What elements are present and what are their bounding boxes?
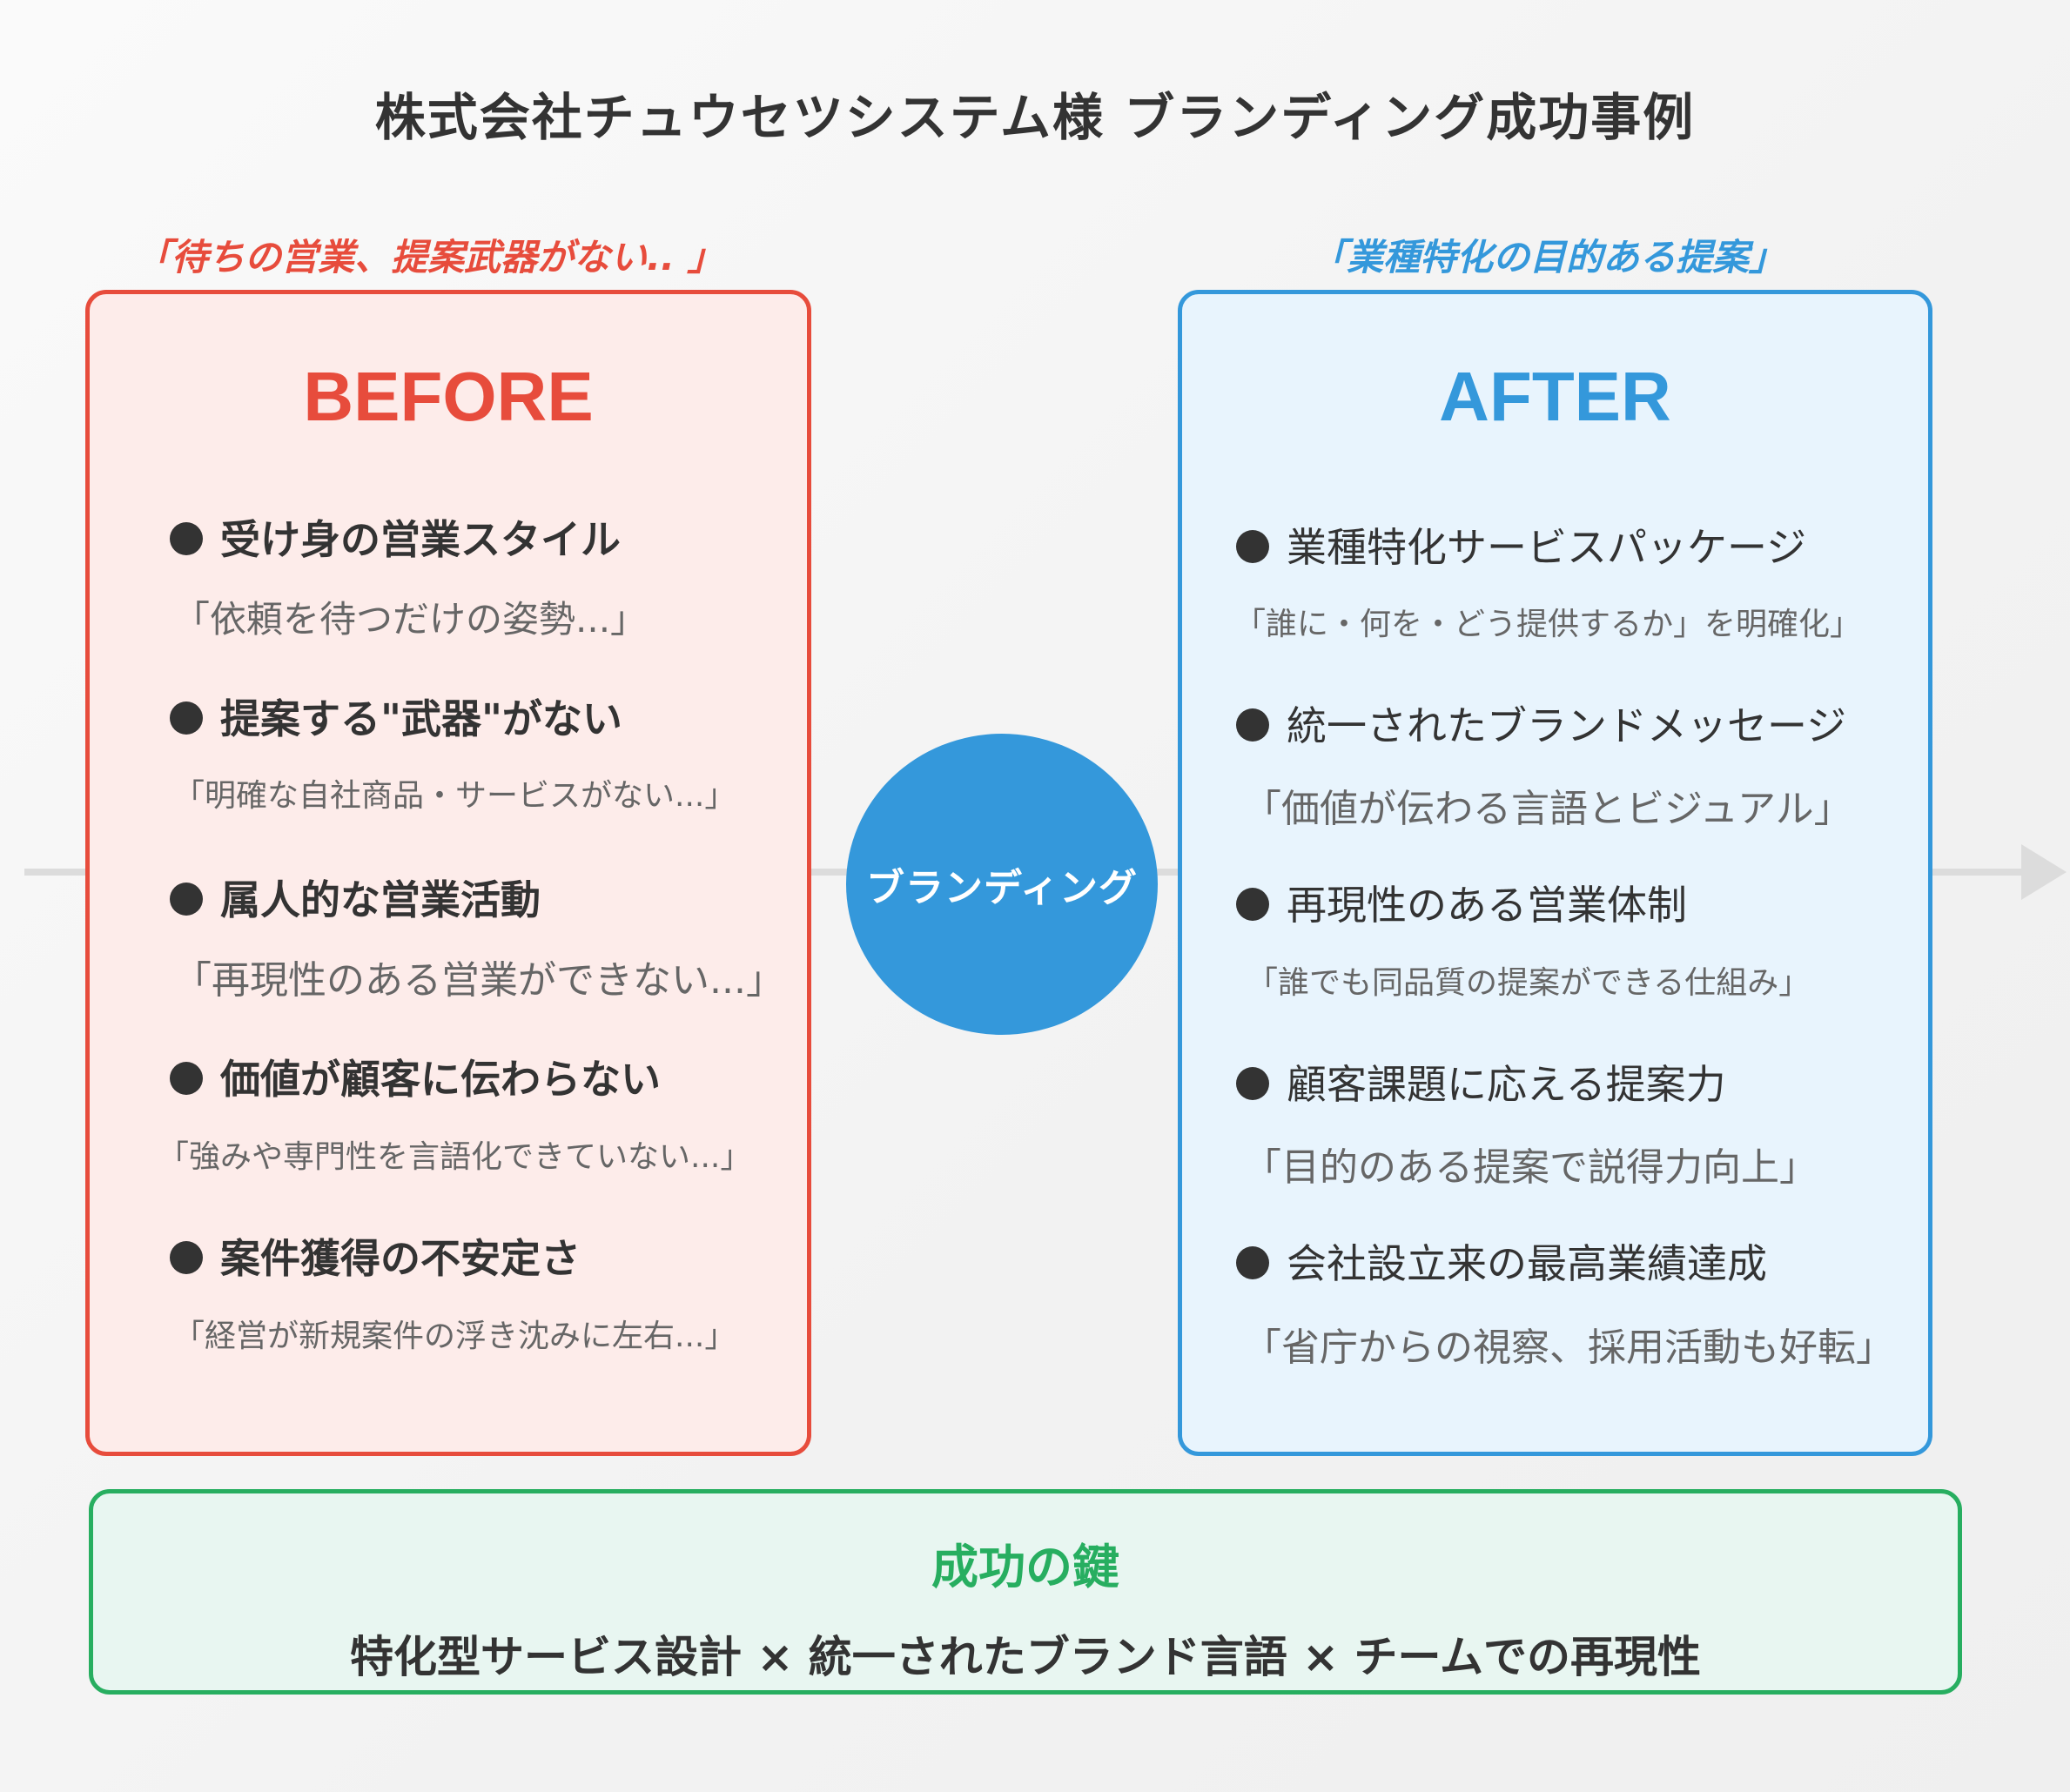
bullet-icon	[170, 522, 203, 555]
before-item-desc: 「明確な自社商品・サービスがない...」	[173, 778, 736, 814]
success-key-title: 成功の鍵	[931, 1540, 1119, 1594]
before-heading: BEFORE	[303, 358, 594, 435]
before-item-desc: 「依頼を待つだけの姿勢...」	[173, 598, 648, 641]
after-item-title: 再現性のある営業体制	[1236, 874, 1687, 931]
before-item-title: 受け身の営業スタイル	[170, 508, 621, 566]
before-item-title: 提案する"武器"がない	[170, 688, 622, 745]
before-item-desc: 「強みや専門性を言語化できていない...」	[158, 1139, 752, 1175]
bullet-icon	[1236, 888, 1269, 921]
after-tagline: 「業種特化の目的ある提案」	[1310, 236, 1786, 279]
arrow-right-icon	[2021, 844, 2067, 900]
after-item-desc: 「省庁からの視察、採用活動も好転」	[1243, 1326, 1894, 1370]
after-item-desc: 「目的のある提案で説得力向上」	[1243, 1145, 1818, 1190]
before-item-title: 価値が顧客に伝わらない	[170, 1048, 661, 1105]
after-item-title: 統一されたブランドメッセージ	[1236, 695, 1846, 752]
page-title: 株式会社チュウセツシステム様 ブランディング成功事例	[374, 88, 1696, 147]
branding-circle: ブランディング	[846, 734, 1158, 1035]
after-item-title: 会社設立来の最高業績達成	[1236, 1232, 1767, 1290]
after-item-desc: 「価値が伝わる言語とビジュアル」	[1243, 787, 1852, 831]
bullet-icon	[1236, 708, 1269, 742]
after-item-title: 業種特化サービスパッケージ	[1236, 516, 1806, 574]
after-heading: AFTER	[1439, 358, 1671, 435]
after-item-desc: 「誰に・何を・どう提供するか」を明確化」	[1234, 607, 1862, 642]
before-item-title: 属人的な営業活動	[170, 869, 541, 926]
bullet-icon	[170, 1062, 203, 1095]
bullet-icon	[1236, 530, 1269, 563]
after-item-title: 顧客課題に応える提案力	[1236, 1053, 1726, 1111]
before-panel: BEFORE 受け身の営業スタイル 「依頼を待つだけの姿勢...」 提案する"武…	[85, 290, 811, 1456]
success-key-box: 成功の鍵 特化型サービス設計 × 統一されたブランド言語 × チームでの再現性	[89, 1489, 1962, 1695]
after-panel: AFTER 業種特化サービスパッケージ 「誰に・何を・どう提供するか」を明確化」…	[1178, 290, 1932, 1456]
after-item-desc: 「誰でも同品質の提案ができる仕組み」	[1247, 965, 1811, 1001]
bullet-icon	[170, 701, 203, 735]
bullet-icon	[170, 1241, 203, 1274]
before-item-desc: 「再現性のある営業ができない...」	[173, 958, 784, 1003]
before-item-title: 案件獲得の不安定さ	[170, 1227, 581, 1285]
success-key-text: 特化型サービス設計 × 統一されたブランド言語 × チームでの再現性	[350, 1632, 1701, 1682]
before-tagline: 「待ちの営業、提案武器がない.. 」	[135, 236, 724, 279]
before-item-desc: 「経営が新規案件の浮き沈みに左右...」	[173, 1319, 736, 1354]
bullet-icon	[170, 883, 203, 916]
bullet-icon	[1236, 1246, 1269, 1279]
bullet-icon	[1236, 1067, 1269, 1100]
